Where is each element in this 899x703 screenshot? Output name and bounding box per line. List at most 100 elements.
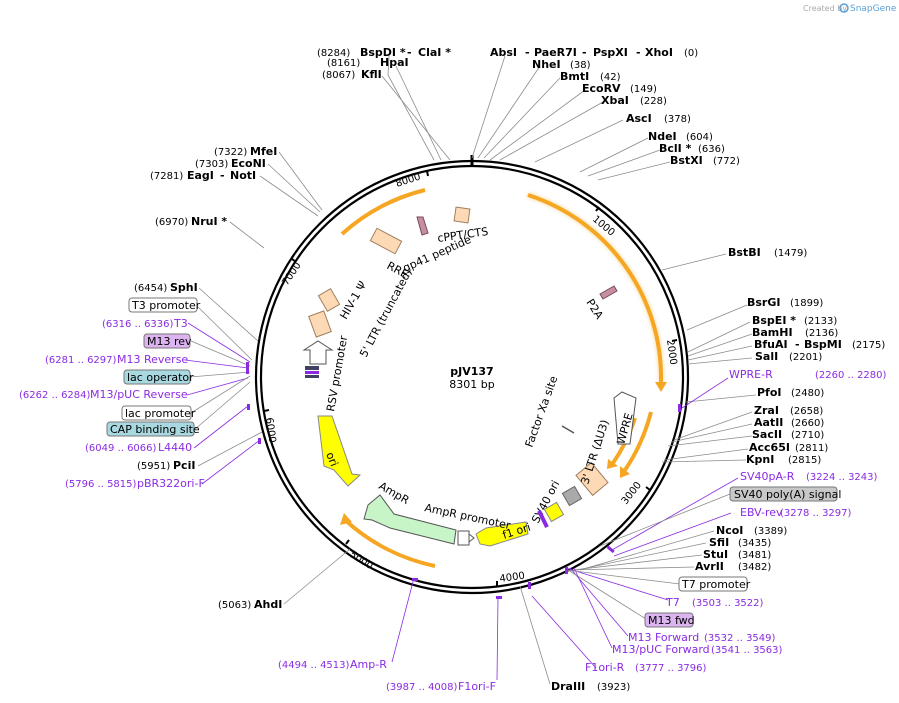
box-t3-promoter[interactable] [128, 297, 198, 313]
site-pos: (3923) [597, 682, 630, 693]
separator: - [407, 46, 412, 59]
primer-t3[interactable]: T3 [173, 317, 188, 330]
box-lac-operator[interactable] [123, 369, 191, 385]
site-kpni[interactable]: KpnI [746, 453, 774, 466]
site-bspmi[interactable]: BspMI [804, 338, 842, 351]
tick-label: 6000 [263, 417, 277, 444]
site-pos: (6970) [155, 217, 188, 228]
primer-pos: (6281 .. 6297) [45, 355, 117, 366]
box-m13-rev[interactable] [143, 333, 191, 349]
box-t7-promoter[interactable] [678, 576, 748, 592]
site-bsrgi[interactable]: BsrGI [747, 296, 780, 309]
site-econi[interactable]: EcoNI [231, 157, 266, 170]
feature-gp41[interactable]: gp41 peptide [401, 216, 473, 275]
box-lac-promoter[interactable] [121, 405, 192, 421]
primer-m13-reverse[interactable]: M13 Reverse [117, 353, 188, 366]
svg-text:HIV-1 Ψ: HIV-1 Ψ [337, 279, 369, 322]
primer-m13-puc-forward[interactable]: M13/pUC Forward [612, 643, 710, 656]
site-stui[interactable]: StuI [703, 548, 728, 561]
site-bmti[interactable]: BmtI [560, 70, 589, 83]
site-sfii[interactable]: SfiI [709, 536, 729, 549]
box-leaders [189, 305, 731, 620]
site-pos: (2660) [791, 418, 824, 429]
box-cap-binding-site[interactable] [106, 421, 195, 437]
site-sali[interactable]: SalI [755, 350, 778, 363]
tick-label: 2000 [664, 339, 678, 366]
site-pos: (2136) [805, 328, 838, 339]
primer-ebv-rev[interactable]: EBV-rev [740, 506, 783, 519]
feature-factor-xa[interactable]: Factor Xa site [523, 374, 575, 449]
site-pos: (0) [684, 48, 698, 59]
site-paer7i[interactable]: PaeR7I [534, 46, 577, 59]
site-pcii[interactable]: PciI [173, 459, 195, 472]
site-bfuai[interactable]: BfuAI [754, 338, 788, 351]
primer-m13-puc-reverse[interactable]: M13/pUC Reverse [90, 388, 188, 401]
site-bcli[interactable]: BclI * [659, 142, 692, 155]
primer-t7[interactable]: T7 [665, 596, 680, 609]
primer-sv40pa-r[interactable]: SV40pA-R [740, 470, 795, 483]
site-pos: (2811) [795, 443, 828, 454]
site-xbai[interactable]: XbaI [601, 94, 629, 107]
site-bspdi[interactable]: BspDI * [360, 46, 406, 59]
site-pos: (1479) [774, 248, 807, 259]
site-pspxi[interactable]: PspXI [593, 46, 628, 59]
site-ecorv[interactable]: EcoRV [582, 82, 621, 95]
primer-pos: (3503 .. 3522) [692, 598, 764, 609]
site-bspei[interactable]: BspEI * [752, 314, 796, 327]
site-sacii[interactable]: SacII [752, 428, 782, 441]
primer-pbr322ori-f[interactable]: pBR322ori-F [137, 477, 205, 490]
feature-p2a[interactable]: P2A [583, 285, 618, 322]
box-t3-promoter-label: T3 promoter [131, 299, 201, 312]
box-lac-promoter-label: lac promoter [125, 407, 196, 420]
site-pos: (2815) [788, 455, 821, 466]
primer-f1ori-r[interactable]: F1ori-R [585, 661, 625, 674]
site-avrii[interactable]: AvrII [695, 560, 724, 573]
site-kfli[interactable]: KflI [361, 68, 382, 81]
snapgene-logo-icon [839, 3, 849, 13]
site-nhei[interactable]: NheI [532, 58, 561, 71]
primer-f1ori-f[interactable]: F1ori-F [458, 680, 496, 693]
site-sphi[interactable]: SphI [170, 281, 198, 294]
site-pos: (8067) [322, 70, 355, 81]
site-pos: (6454) [134, 283, 167, 294]
site-hpai[interactable]: HpaI [380, 56, 409, 69]
site-bamhi[interactable]: BamHI [752, 326, 793, 339]
site-ndei[interactable]: NdeI [648, 130, 677, 143]
site-bstbi[interactable]: BstBI [728, 246, 761, 259]
site-ahdi[interactable]: AhdI [254, 598, 282, 611]
site-pfoi[interactable]: PfoI [757, 386, 782, 399]
site-clai[interactable]: ClaI * [418, 46, 451, 59]
separator: - [582, 46, 587, 59]
primer-m13-forward[interactable]: M13 Forward [628, 631, 699, 644]
feature-hiv-psi[interactable]: HIV-1 Ψ [317, 279, 370, 322]
site-acc65i[interactable]: Acc65I [749, 441, 790, 454]
site-pos: (38) [570, 60, 591, 71]
site-noti[interactable]: NotI [230, 169, 256, 182]
snapgene-brand[interactable]: SnapGene [850, 4, 897, 14]
primer-l4440[interactable]: L4440 [158, 441, 192, 454]
site-pos: (3389) [754, 526, 787, 537]
primer-wpre-r[interactable]: WPRE-R [729, 368, 773, 381]
site-pos: (7303) [195, 159, 228, 170]
site-draiii[interactable]: DraIII [551, 680, 585, 693]
feature-cppt[interactable]: cPPT/CTS [437, 206, 489, 245]
site-aatii[interactable]: AatII [754, 416, 783, 429]
site-eagi[interactable]: EagI [187, 169, 214, 182]
box-m13-fwd[interactable] [644, 612, 694, 628]
box-sv40-polya[interactable] [729, 486, 838, 502]
feature-ori[interactable]: ori [317, 415, 362, 487]
feature-3ltr[interactable]: 3' LTR (ΔU3) [575, 418, 612, 497]
site-mfei[interactable]: MfeI [250, 145, 277, 158]
site-xhoi[interactable]: XhoI [645, 46, 673, 59]
site-pos: (42) [600, 72, 621, 83]
site-ncoi[interactable]: NcoI [716, 524, 743, 537]
site-bstxi[interactable]: BstXI [670, 154, 703, 167]
site-asci[interactable]: AscI [626, 112, 652, 125]
feature-sv40-ori[interactable]: SV40 ori [529, 478, 583, 525]
site-zrai[interactable]: ZraI [754, 404, 779, 417]
site-nrui[interactable]: NruI * [191, 215, 227, 228]
feature-wpre[interactable]: WPRE [613, 391, 637, 446]
site-absi[interactable]: AbsI [490, 46, 517, 59]
primer-amp-r[interactable]: Amp-R [350, 658, 387, 671]
